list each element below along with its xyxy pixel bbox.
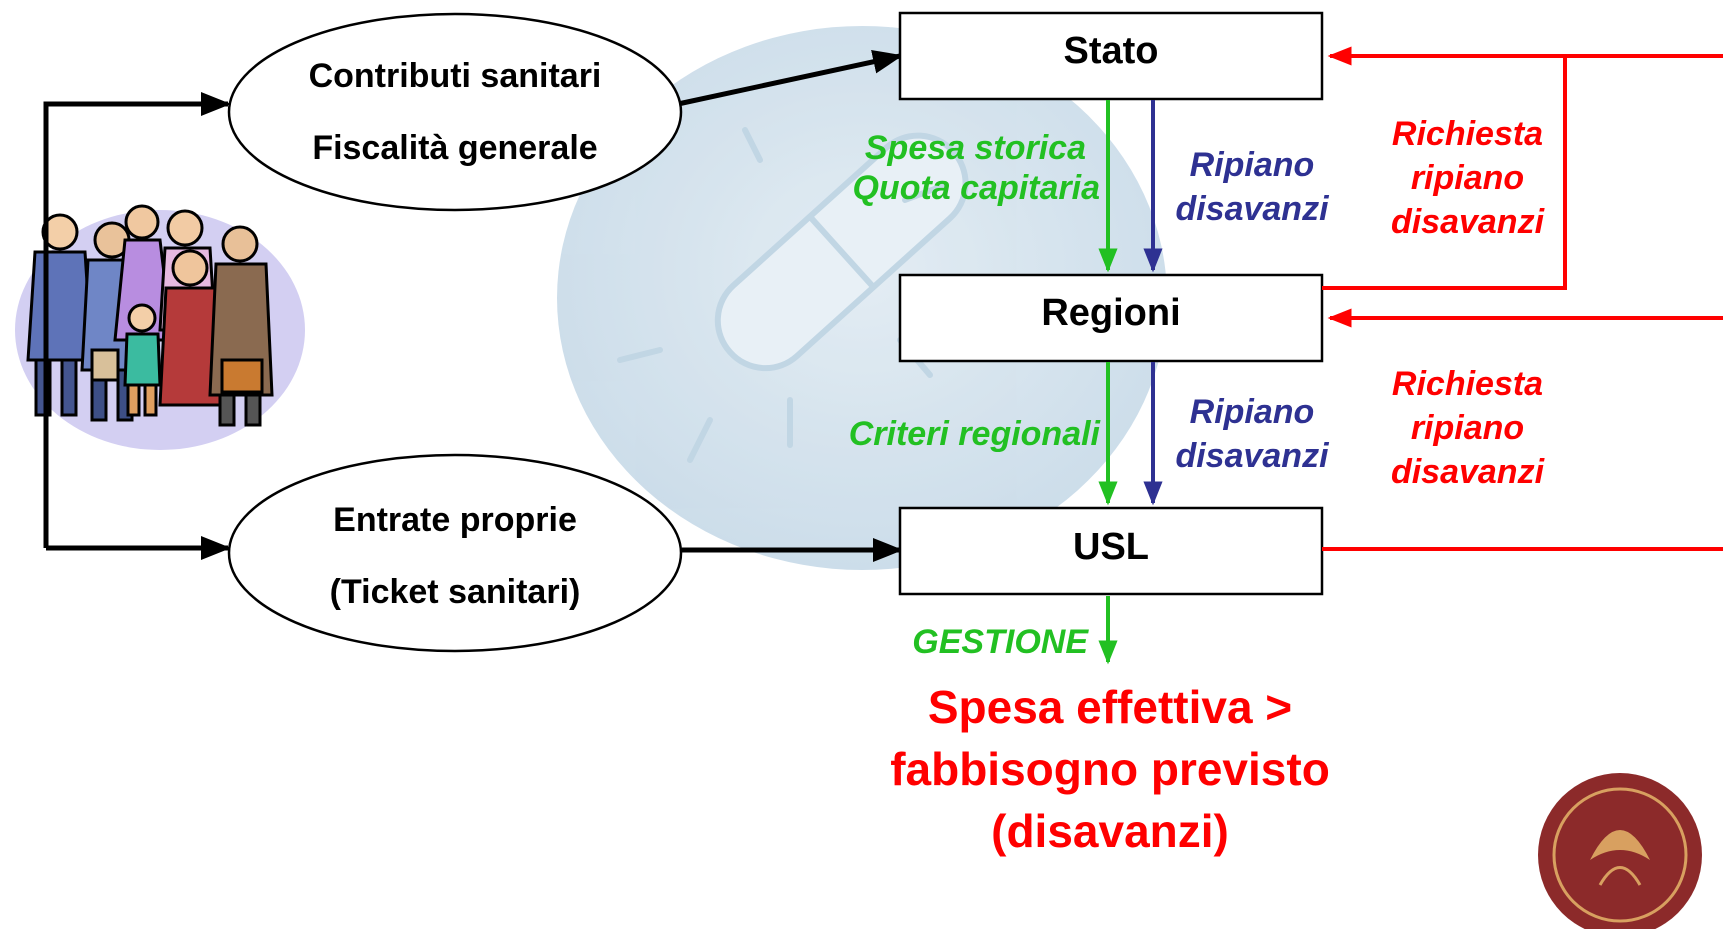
- richiesta-label-upper: Richiesta ripiano disavanzi: [1375, 112, 1560, 244]
- regioni-box: [898, 273, 1324, 363]
- ripiano-label-upper: Ripiano disavanzi: [1162, 143, 1342, 231]
- university-seal-icon: [1538, 773, 1702, 929]
- ripiano-word: ripiano: [1410, 159, 1525, 197]
- funding-sources-ellipse: [227, 12, 683, 212]
- stato-label: Stato: [1063, 30, 1159, 72]
- fabbisogno-label: fabbisogno previsto: [890, 743, 1330, 795]
- entrate-label: Entrate proprie: [333, 501, 577, 539]
- contributi-label: Contributi sanitari: [308, 57, 602, 95]
- richiesta-word: Richiesta: [1391, 115, 1544, 153]
- richiesta-word: Richiesta: [1391, 365, 1544, 403]
- usl-label: USL: [1073, 526, 1149, 568]
- red-request-lines: [1322, 46, 1723, 551]
- ripiano-word: Ripiano: [1189, 393, 1315, 431]
- own-revenue-ellipse: [227, 453, 683, 653]
- richiesta-label-lower: Richiesta ripiano disavanzi: [1375, 362, 1560, 494]
- disavanzi-word: disavanzi: [1175, 190, 1329, 228]
- quota-capitaria-label: Quota capitaria: [852, 169, 1100, 207]
- ripiano-label-lower: Ripiano disavanzi: [1162, 390, 1342, 478]
- disavanzi-word: disavanzi: [1390, 203, 1545, 241]
- fiscalita-label: Fiscalità generale: [312, 129, 598, 167]
- people-group-icon: [15, 204, 305, 450]
- stato-regioni-flow-label: Spesa storica Quota capitaria: [790, 128, 1100, 208]
- disavanzi-word: disavanzi: [1175, 437, 1329, 475]
- stato-box: [898, 11, 1324, 101]
- gestione-label: GESTIONE: [912, 623, 1088, 661]
- spesa-effettiva-label: Spesa effettiva >: [927, 681, 1293, 733]
- ripiano-word: ripiano: [1410, 409, 1525, 447]
- ticket-label: (Ticket sanitari): [329, 573, 581, 611]
- disavanzi-word: disavanzi: [1390, 453, 1545, 491]
- result-label: Spesa effettiva > fabbisogno previsto (d…: [830, 676, 1390, 862]
- ripiano-word: Ripiano: [1189, 146, 1315, 184]
- source-connector-lines: [43, 49, 903, 562]
- disavanzi-result-label: (disavanzi): [991, 805, 1229, 857]
- own-revenue-label: Entrate proprie (Ticket sanitari): [240, 484, 670, 628]
- spesa-storica-label: Spesa storica: [864, 129, 1086, 167]
- funding-sources-label: Contributi sanitari Fiscalità generale: [240, 40, 670, 184]
- pill-watermark-icon: [557, 26, 1167, 570]
- regioni-label: Regioni: [1041, 292, 1181, 334]
- criteri-regionali-label: Criteri regionali: [848, 415, 1100, 453]
